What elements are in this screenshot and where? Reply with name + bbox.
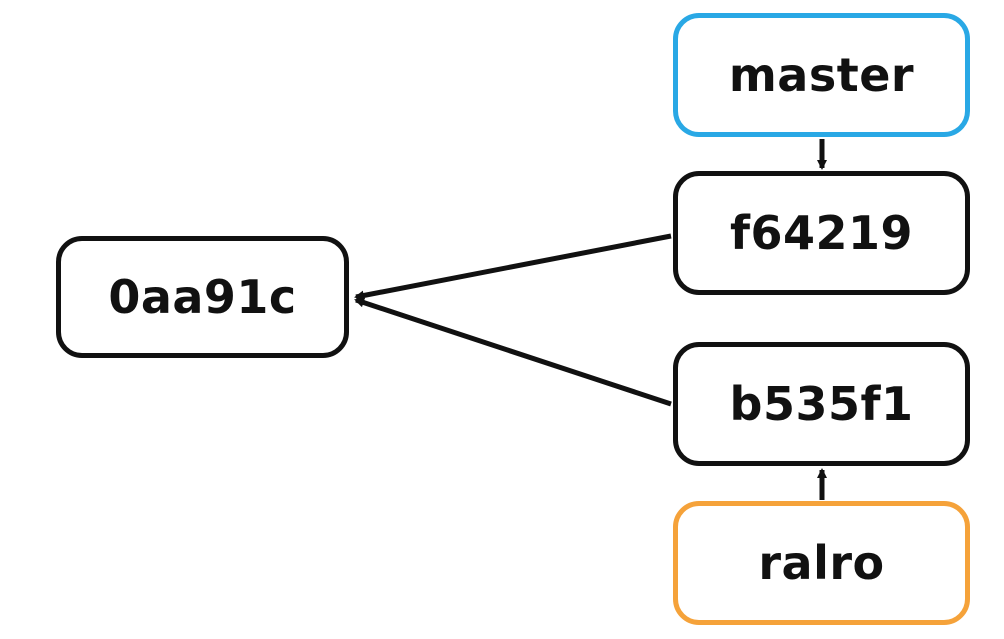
commit-node-b535f1: b535f1	[673, 342, 970, 466]
commit-node-f64219: f64219	[673, 171, 970, 295]
commit-label: b535f1	[729, 377, 914, 431]
commit-label: f64219	[729, 206, 914, 260]
edge-b535f1-to-0aa91c	[354, 297, 672, 407]
branch-label: ralro	[758, 536, 885, 590]
branch-label: master	[728, 48, 915, 102]
commit-label: 0aa91c	[108, 270, 297, 324]
branch-node-master: master	[673, 13, 970, 137]
edge-f64219-to-0aa91c	[354, 233, 672, 301]
branch-node-ralro: ralro	[673, 501, 970, 625]
commit-node-0aa91c: 0aa91c	[56, 236, 349, 358]
